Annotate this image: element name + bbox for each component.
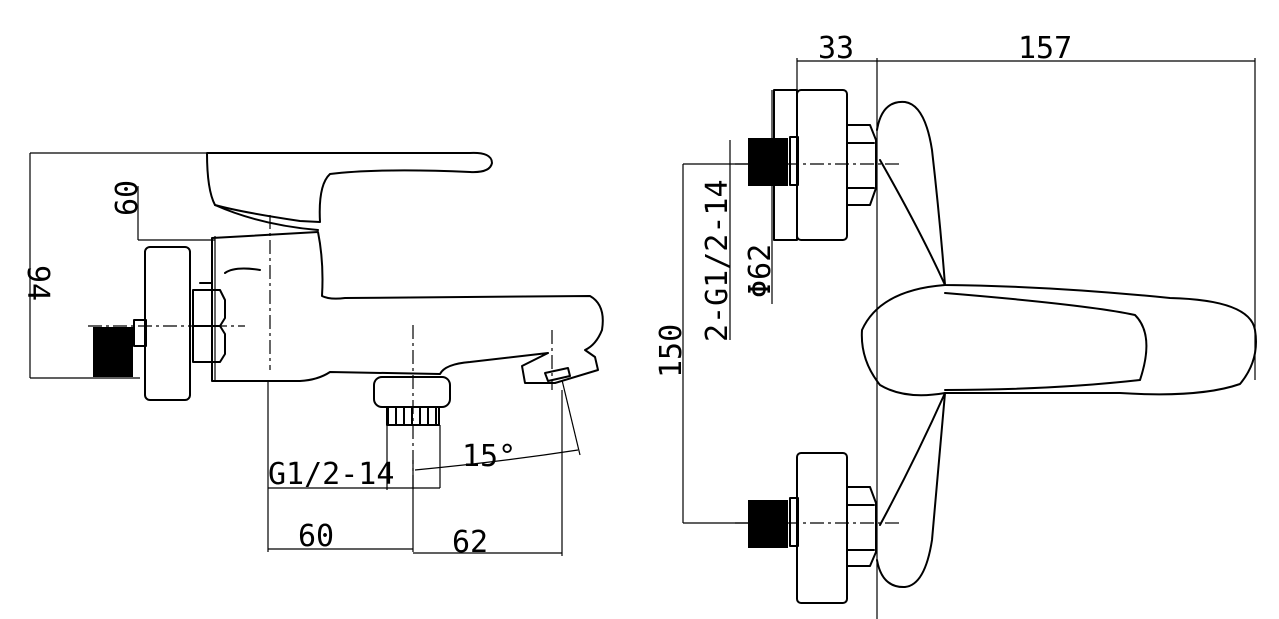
dim-centers-150: 150: [654, 324, 689, 378]
lower-inlet-thread: [748, 500, 788, 548]
wall-flange: [144, 246, 191, 401]
lever-handle: [206, 151, 493, 223]
spout-body: [211, 231, 604, 384]
hex-nut: [192, 289, 226, 363]
dim-reach-62: 62: [452, 525, 488, 560]
upper-hex-nut: [846, 124, 877, 206]
outlet-nut: [373, 376, 451, 408]
dim-offset-60: 60: [298, 519, 334, 554]
thread-label-g1-2-14: G1/2-14: [268, 457, 394, 492]
upper-flange: [796, 89, 848, 241]
dim-height-60: 60: [110, 180, 145, 216]
dim-height-94: 94: [20, 265, 55, 301]
spout-angle-15: 15°: [462, 439, 516, 474]
lower-hex-nut: [846, 486, 877, 567]
side-view: 94 60 60 62 G1/2-14 15°: [20, 151, 604, 560]
upper-inlet-thread: [748, 138, 788, 186]
inlet-thread: [93, 327, 133, 377]
front-view: 33 157 15: [654, 31, 1257, 619]
flange-diameter-phi62: Φ62: [743, 244, 778, 298]
dim-depth-33: 33: [818, 31, 854, 66]
inlet-thread-label-2-g1-2-14: 2-G1/2-14: [700, 179, 735, 342]
dim-length-157: 157: [1018, 31, 1072, 66]
body-top-view: [876, 100, 1257, 589]
lower-flange: [796, 452, 848, 604]
